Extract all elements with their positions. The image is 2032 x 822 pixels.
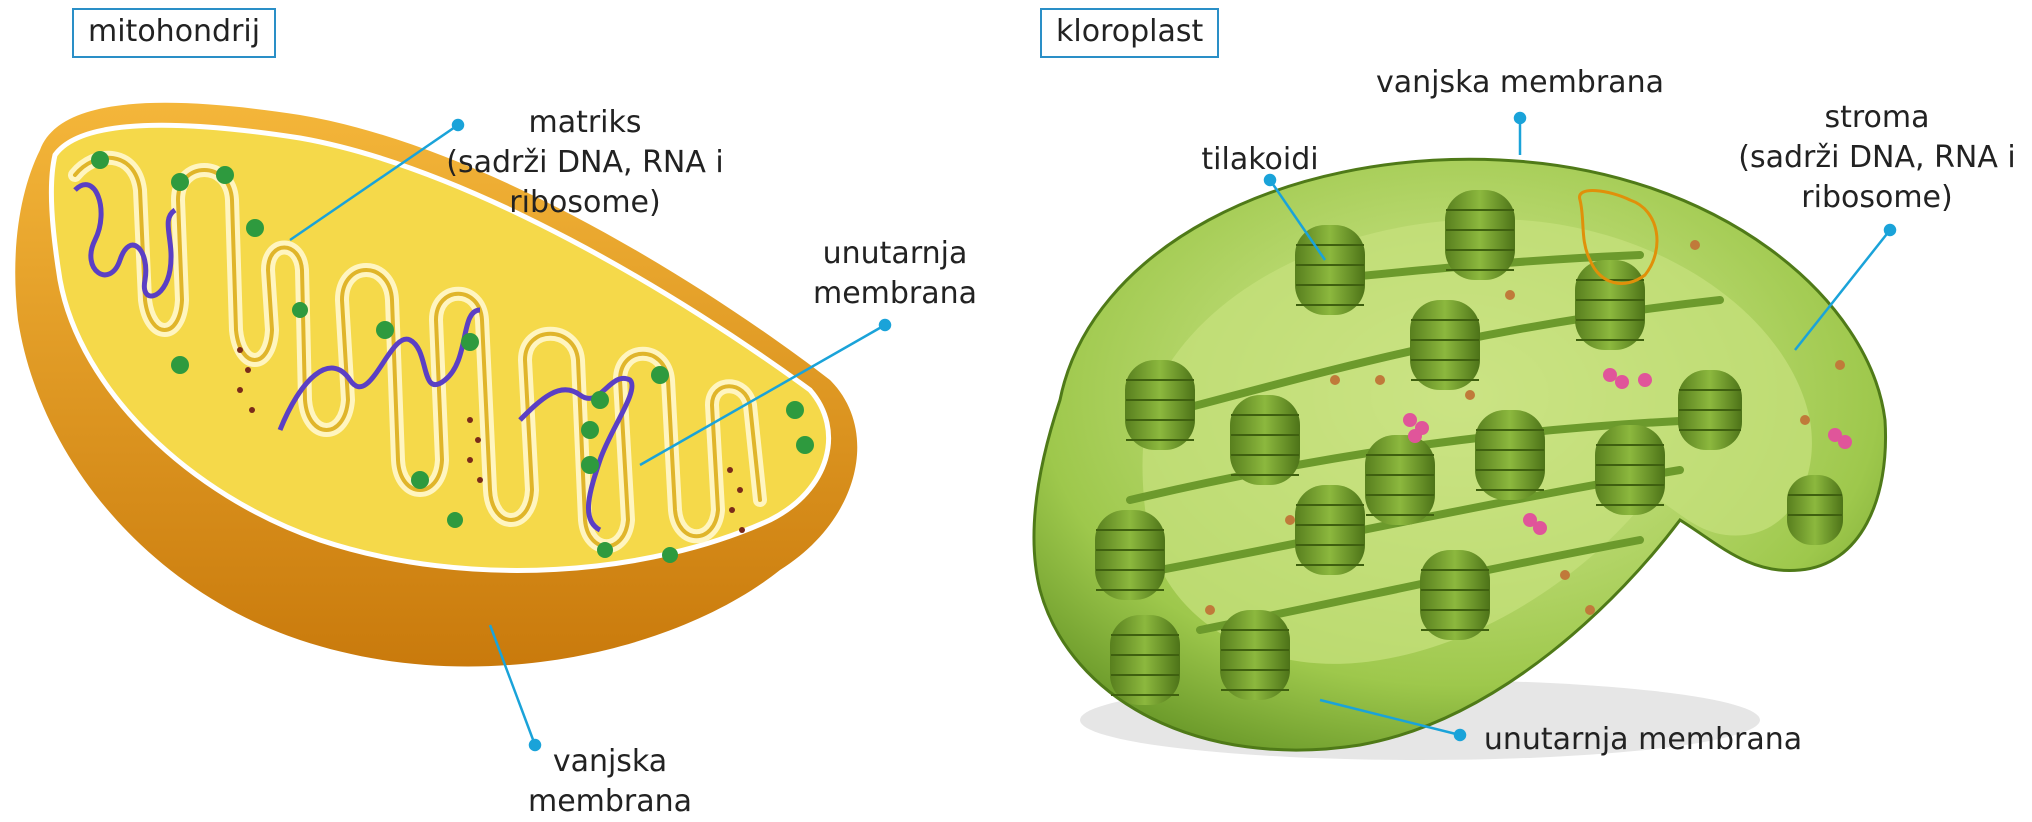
- label-mito-outer-membrane: vanjska membrana: [527, 744, 693, 819]
- chloro-starch-clusters: [1403, 368, 1852, 535]
- chloro-leader-lines: [1263, 111, 1897, 742]
- chloroplast-title: kloroplast: [1040, 8, 1220, 58]
- mito-ribosomes: [91, 151, 814, 563]
- mito-dna-strand: [518, 375, 635, 533]
- mitochondrion-illustration: [15, 102, 858, 667]
- label-mito-inner-membrane: unutarnja membrana: [812, 236, 978, 311]
- label-chloro-inner-membrane: unutarnja membrana: [1483, 722, 1803, 757]
- mitochondrion-title: mitohondrij: [72, 8, 277, 58]
- mito-leader-lines: [289, 118, 892, 752]
- chloroplast-illustration: [1032, 157, 1888, 760]
- chloro-dna-loop: [1578, 189, 1659, 285]
- chloro-granules: [1205, 240, 1845, 615]
- mito-dna-strand: [73, 182, 177, 299]
- chloro-grana: [1095, 190, 1843, 705]
- mito-dna-strand: [277, 307, 481, 431]
- label-mito-matrix: matriks (sadrži DNA, RNA i ribosome): [446, 105, 724, 220]
- mito-cristae-shadow: [73, 155, 762, 549]
- label-chloro-thylakoids: tilakoidi: [1201, 142, 1319, 177]
- mito-particles: [237, 347, 745, 533]
- label-chloro-stroma: stroma (sadrži DNA, RNA i ribosome): [1738, 100, 2016, 215]
- label-chloro-outer-membrane: vanjska membrana: [1376, 65, 1664, 100]
